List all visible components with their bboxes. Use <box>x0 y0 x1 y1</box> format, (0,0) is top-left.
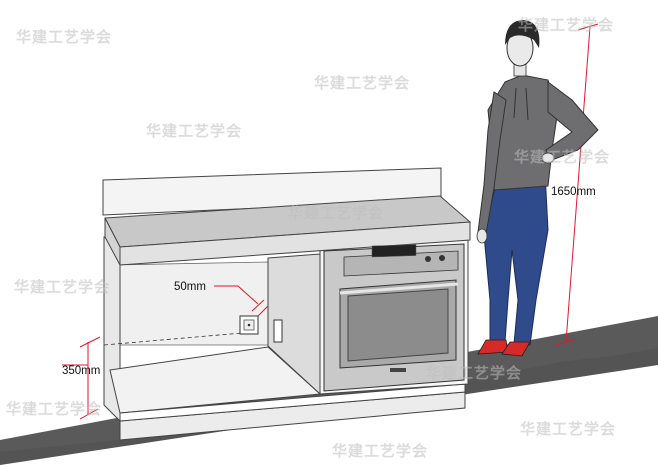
countertop-side <box>104 217 121 266</box>
watermark: 华建工艺学会 <box>332 442 429 460</box>
right-hand <box>541 152 555 164</box>
wall-socket <box>239 315 259 335</box>
socket-height-label: 350mm <box>62 365 100 377</box>
left-hand <box>476 228 488 244</box>
person-height-dimension <box>555 23 599 346</box>
socket-offset-dimension <box>214 285 269 317</box>
watermark: 华建工艺学会 <box>288 204 385 222</box>
watermark: 华建工艺学会 <box>518 16 615 34</box>
right-shoe <box>501 341 531 357</box>
person-figure <box>476 20 599 357</box>
watermark: 华建工艺学会 <box>514 148 611 166</box>
watermark: 华建工艺学会 <box>146 122 243 140</box>
oven-display <box>371 244 417 258</box>
watermark: 华建工艺学会 <box>14 278 111 296</box>
hair <box>505 20 540 48</box>
oven-brand-badge <box>390 368 406 372</box>
watermark: 华建工艺学会 <box>426 364 523 382</box>
side-vent <box>273 319 283 343</box>
person-height-label: 1650mm <box>551 186 596 198</box>
socket-reference-line <box>103 332 243 346</box>
jeans <box>483 171 549 346</box>
oven-handle <box>339 282 459 295</box>
socket-offset-label: 50mm <box>174 281 206 293</box>
cabinet-plinth-front <box>119 383 466 422</box>
socket-height-dimension <box>62 336 101 420</box>
oven-window <box>347 288 449 362</box>
watermark: 华建工艺学会 <box>314 74 411 92</box>
oven <box>323 243 465 392</box>
watermark: 华建工艺学会 <box>520 420 617 438</box>
watermark: 华建工艺学会 <box>16 28 113 46</box>
watermark: 华建工艺学会 <box>6 400 103 418</box>
